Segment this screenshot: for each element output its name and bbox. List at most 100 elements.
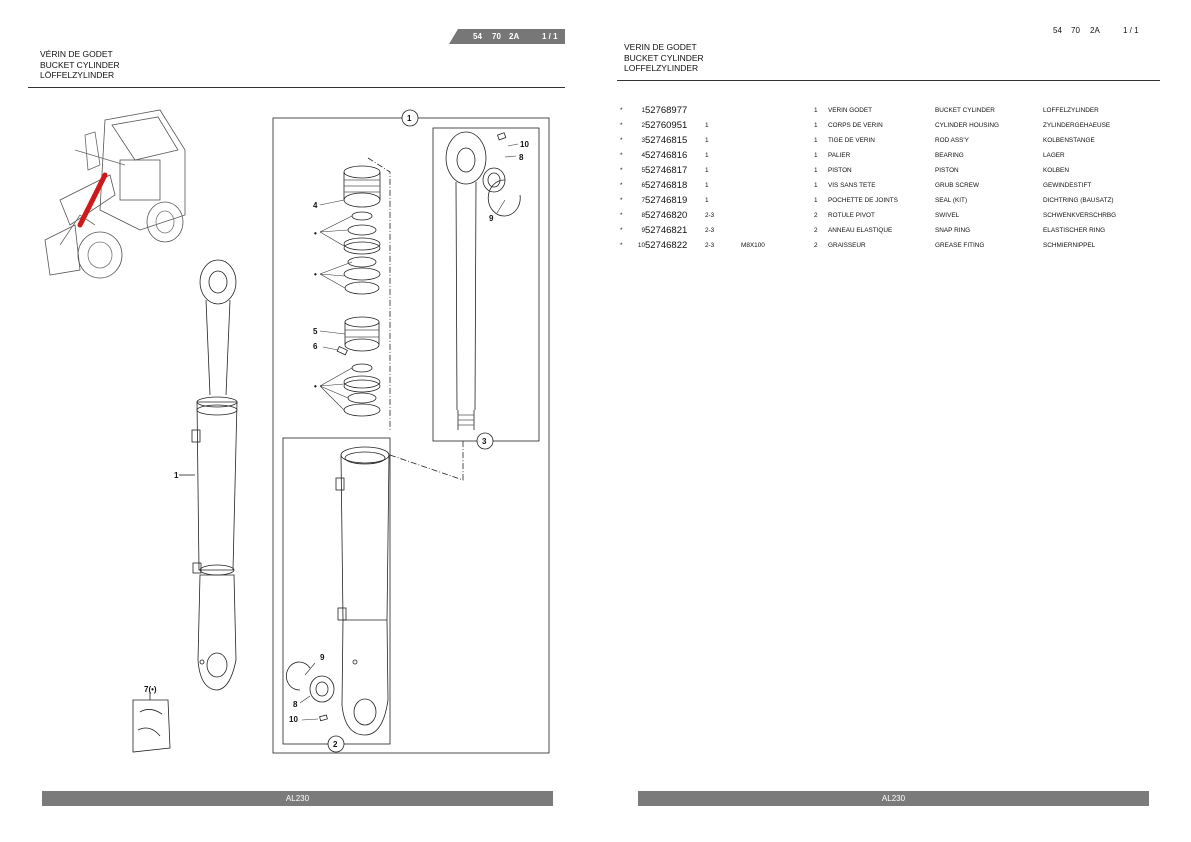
description-de: SCHWENKVERSCHRBG [1043,212,1117,219]
part-note [741,208,814,223]
description-de: DICHTRING (BAUSATZ) [1043,197,1114,204]
item-position: 8 [641,212,645,219]
star-marker: * [620,242,623,249]
star-marker: * [620,152,623,159]
bullet-lower: • [314,382,317,391]
callout-10-rod: 10 [520,140,529,149]
description-de: KOLBEN [1043,167,1069,174]
description-fr: POCHETTE DE JOINTS [828,197,898,204]
callout-2: 2 [333,740,338,749]
description-en: GRUB SCREW [935,182,980,189]
part-number: 52746815 [645,135,688,146]
item-position: 9 [641,227,645,234]
description-de: ELASTISCHER RING [1043,227,1106,234]
part-number: 52746816 [645,150,688,161]
header-sub: 70 [1071,26,1080,35]
star-marker: * [620,167,623,174]
section-tab: 54 70 2A 1 / 1 [449,29,565,44]
description-de: SCHMIERNIPPEL [1043,242,1096,249]
part-grub-screw [336,345,348,356]
header-group: 54 [1053,26,1062,35]
part-note [741,103,814,118]
part-note [741,133,814,148]
callout-4: 4 [313,201,318,210]
part-note [741,163,814,178]
loader-machine-thumbnail [44,109,186,279]
variant-qty: 1 [705,152,709,159]
part-number: 52746818 [645,180,688,191]
item-position: 7 [641,197,645,204]
item-position: 2 [641,122,645,129]
description-en: GREASE FITING [935,242,985,249]
title-de: LÖFFELZYLINDER [40,70,115,80]
part-number: 52746821 [645,225,688,236]
title-en: BUCKET CYLINDER [40,59,120,70]
description-en: SEAL (KIT) [935,197,968,204]
title-en: BUCKET CYLINDER [624,52,704,63]
left-header-rule [28,87,565,88]
item-position: 3 [641,137,645,144]
description-en: BEARING [935,152,964,159]
part-swivel [309,675,335,703]
frame-housing [282,437,391,745]
part-number: 52760951 [645,120,688,131]
part-bearing [343,165,381,208]
part-number: 52746819 [645,195,688,206]
description-en: BUCKET CYLINDER [935,107,995,114]
description-fr: PISTON [828,167,852,174]
description-fr: VERIN GODET [828,107,873,114]
left-footer: AL230 [42,791,553,806]
header-page: 1 / 1 [1123,26,1139,35]
part-note: M8X100 [741,242,765,249]
quantity: 1 [814,107,818,114]
quantity: 1 [814,152,818,159]
part-grease-fitting [319,714,328,722]
part-note [741,118,814,133]
description-en: ROD ASS'Y [935,137,969,144]
part-note [741,223,814,238]
item-position: 6 [641,182,645,189]
variant-qty: 1 [705,182,709,189]
quantity: 2 [814,227,818,234]
seal-kit-bag [132,693,171,753]
item-position: 5 [641,167,645,174]
assembled-cylinder [191,259,238,691]
part-housing [335,446,390,736]
part-note [741,178,814,193]
description-de: LAGER [1043,152,1065,159]
variant-qty: 2-3 [705,227,715,234]
variant-qty [705,103,741,118]
part-snap-ring [285,661,311,691]
part-rod [445,131,521,430]
description-de: GEWINDESTIFT [1043,182,1092,189]
callout-10-housing: 10 [289,715,298,724]
variant-qty: 1 [705,122,709,129]
description-de: ZYLINDERGEHAEUSE [1043,122,1111,129]
tab-group: 54 [473,32,482,41]
description-de: LOFFELZYLINDER [1043,107,1099,114]
quantity: 1 [814,122,818,129]
part-note [741,193,814,208]
description-fr: ROTULE PIVOT [828,212,875,219]
star-marker: * [620,107,623,114]
quantity: 2 [814,212,818,219]
bullet-upper-1: • [314,229,317,238]
item-position: 4 [641,152,645,159]
star-marker: * [620,212,623,219]
item-position: 1 [641,107,645,114]
description-en: CYLINDER HOUSING [935,122,999,129]
tab-code: 2A [509,32,520,41]
frame-rod [432,127,540,442]
description-fr: PALIER [828,152,851,159]
right-footer: AL230 [638,791,1149,806]
seal-rings-lower [343,363,381,417]
frame-assembly [272,117,550,754]
title-fr: VERIN DE GODET [624,42,697,52]
